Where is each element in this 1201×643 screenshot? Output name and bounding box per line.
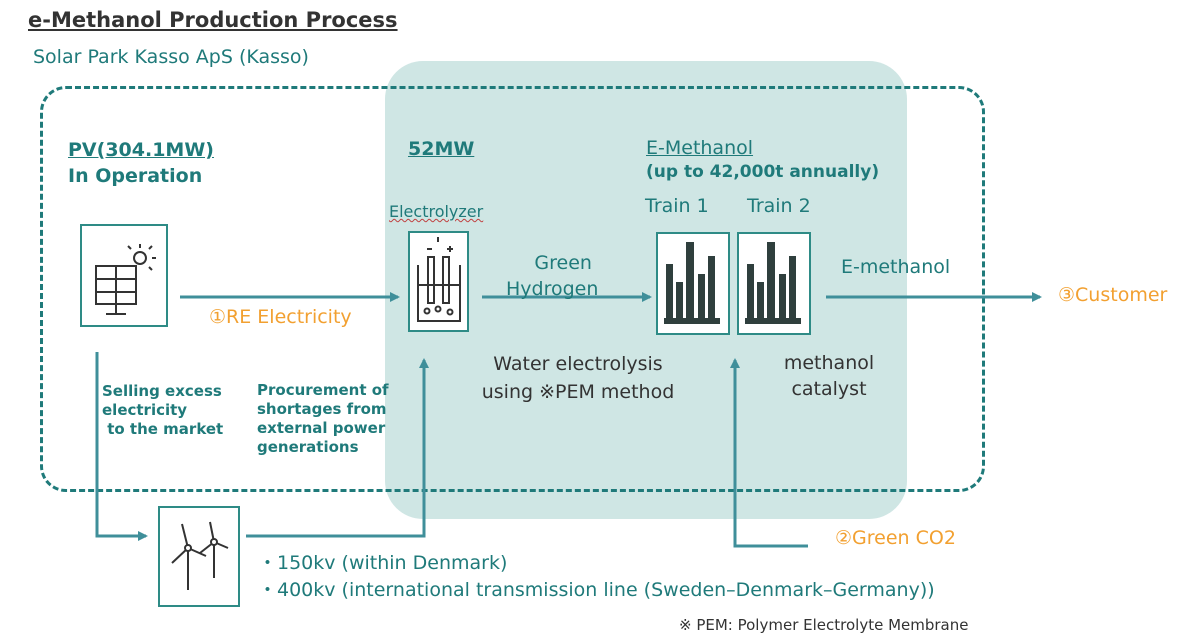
methanol-catalyst: methanol catalyst [783,352,875,400]
electrolyzer-capacity: 52MW [408,138,475,160]
pv-status: In Operation [68,165,203,187]
train1-label: Train 1 [645,195,709,217]
electrolyzer-icon [408,231,469,332]
train1-plant-icon [656,232,730,335]
co2-arrow [730,358,808,548]
site-name: Solar Park Kasso ApS (Kasso) [33,46,309,68]
green-co2-label: ②Green CO2 [835,527,956,549]
solar-panel-icon [80,224,168,327]
site-boundary [40,86,985,492]
wind-turbine-icon [158,506,240,607]
green-hydrogen-label: Green Hydrogen [506,252,599,300]
procurement-note: Procurement of shortages from external p… [257,381,389,456]
electrolyzer-label: Electrolyzer [389,202,484,221]
pv-capacity: PV(304.1MW) [68,139,214,161]
pv-block: PV(304.1MW) In Operation [68,137,214,189]
emethanol-title: E-Methanol [646,137,754,159]
re-electricity-label: ①RE Electricity [209,306,352,328]
line-150kv: ・150kv (within Denmark) [258,552,508,574]
footnote: ※ PEM: Polymer Electrolyte Membrane [679,616,969,634]
electrolysis-panel [385,61,907,519]
electrolysis-process: Water electrolysis using ※PEM method [481,353,675,403]
train2-plant-icon [737,232,811,335]
line-400kv: ・400kv (international transmission line … [258,579,935,601]
train2-label: Train 2 [747,195,811,217]
e-methanol-label: E-methanol [841,256,951,278]
procure-arrow [246,358,429,538]
selling-arrow [95,352,148,541]
customer-label: ③Customer [1058,284,1168,306]
selling-note: Selling excess electricity to the market [102,382,224,438]
transmission-lines: ・150kv (within Denmark) ・400kv (internat… [258,550,935,604]
emethanol-block: E-Methanol (up to 42,000t annually) [646,136,879,184]
page-title: e-Methanol Production Process [28,8,398,32]
emethanol-volume: (up to 42,000t annually) [646,162,880,182]
